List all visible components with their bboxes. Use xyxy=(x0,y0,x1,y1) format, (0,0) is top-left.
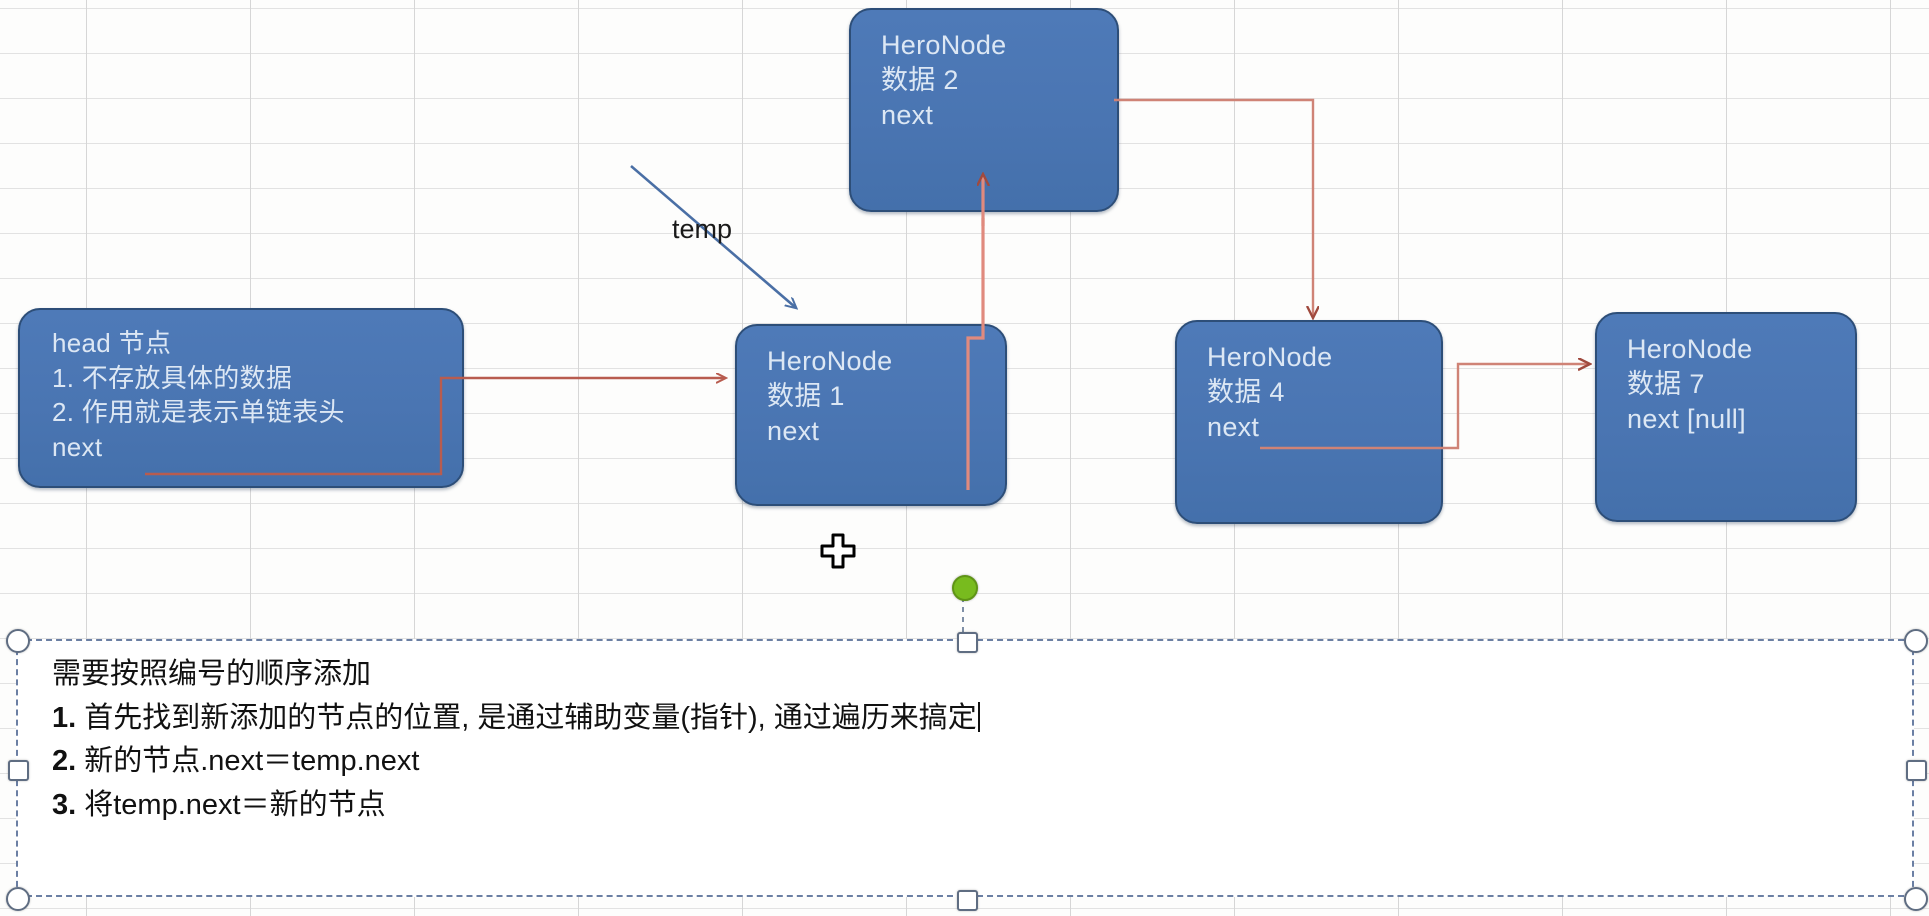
resize-handle-middle-right[interactable] xyxy=(1906,760,1927,781)
head-node-line-4: next xyxy=(52,431,103,462)
notes-textbox[interactable]: 需要按照编号的顺序添加 1. 首先找到新添加的节点的位置, 是通过辅助变量(指针… xyxy=(16,639,1914,897)
resize-handle-bottom-left[interactable] xyxy=(6,887,30,911)
hero-node-7-data: 数据 7 xyxy=(1627,369,1705,400)
hero-node-1-next: next xyxy=(767,416,820,447)
hero-node-2-next: next xyxy=(881,100,934,131)
notes-line-3-text: 将temp.next＝新的节点 xyxy=(84,789,386,822)
notes-line-1: 1. 首先找到新添加的节点的位置, 是通过辅助变量(指针), 通过遍历来搞定 xyxy=(52,700,980,738)
hero-node-7-next: next [null] xyxy=(1627,404,1746,435)
hero-node-2-box[interactable]: HeroNode 数据 2 next xyxy=(849,8,1119,212)
notes-line-2-text: 新的节点.next＝temp.next xyxy=(84,745,420,778)
hero-node-7-box[interactable]: HeroNode 数据 7 next [null] xyxy=(1595,312,1857,522)
hero-node-1-data: 数据 1 xyxy=(767,381,845,412)
hero-node-2-title: HeroNode xyxy=(881,30,1007,60)
crosshair-move-cursor xyxy=(820,533,856,569)
rotate-handle-stem xyxy=(962,597,964,637)
resize-handle-top-left[interactable] xyxy=(6,629,30,653)
hero-node-4-data: 数据 4 xyxy=(1207,377,1285,408)
rotate-handle[interactable] xyxy=(952,575,978,601)
notes-line-3-number: 3. xyxy=(52,789,77,822)
notes-textbox-content[interactable]: 需要按照编号的顺序添加 1. 首先找到新添加的节点的位置, 是通过辅助变量(指针… xyxy=(52,656,980,831)
notes-line-1-number: 1. xyxy=(52,701,77,734)
temp-pointer-label: temp xyxy=(672,214,733,244)
hero-node-1-box[interactable]: HeroNode 数据 1 next xyxy=(735,324,1007,506)
resize-handle-bottom-right[interactable] xyxy=(1904,887,1928,911)
notes-line-3: 3. 将temp.next＝新的节点 xyxy=(52,787,980,825)
notes-line-1-text: 首先找到新添加的节点的位置, 是通过辅助变量(指针), 通过遍历来搞定 xyxy=(84,701,977,734)
head-node-line-1: head 节点 xyxy=(52,328,172,358)
notes-line-0-text: 需要按照编号的顺序添加 xyxy=(52,658,372,690)
resize-handle-top-center[interactable] xyxy=(957,632,978,653)
notes-line-2: 2. 新的节点.next＝temp.next xyxy=(52,743,980,781)
hero-node-4-next: next xyxy=(1207,412,1260,443)
head-node-box[interactable]: head 节点 1. 不存放具体的数据 2. 作用就是表示单链表头 next xyxy=(18,308,464,488)
resize-handle-middle-left[interactable] xyxy=(8,760,29,781)
hero-node-4-box[interactable]: HeroNode 数据 4 next xyxy=(1175,320,1443,524)
resize-handle-top-right[interactable] xyxy=(1904,629,1928,653)
hero-node-2-data: 数据 2 xyxy=(881,65,959,96)
resize-handle-bottom-center[interactable] xyxy=(957,890,978,911)
text-caret xyxy=(977,701,980,732)
hero-node-7-title: HeroNode xyxy=(1627,334,1753,364)
hero-node-1-title: HeroNode xyxy=(767,346,893,376)
notes-line-2-number: 2. xyxy=(52,745,77,778)
hero-node-4-title: HeroNode xyxy=(1207,342,1333,372)
head-node-line-3: 2. 作用就是表示单链表头 xyxy=(52,397,345,428)
connector-node2-to-node4 xyxy=(1114,98,1313,316)
notes-line-0: 需要按照编号的顺序添加 xyxy=(52,656,980,694)
head-node-line-2: 1. 不存放具体的数据 xyxy=(52,362,293,393)
